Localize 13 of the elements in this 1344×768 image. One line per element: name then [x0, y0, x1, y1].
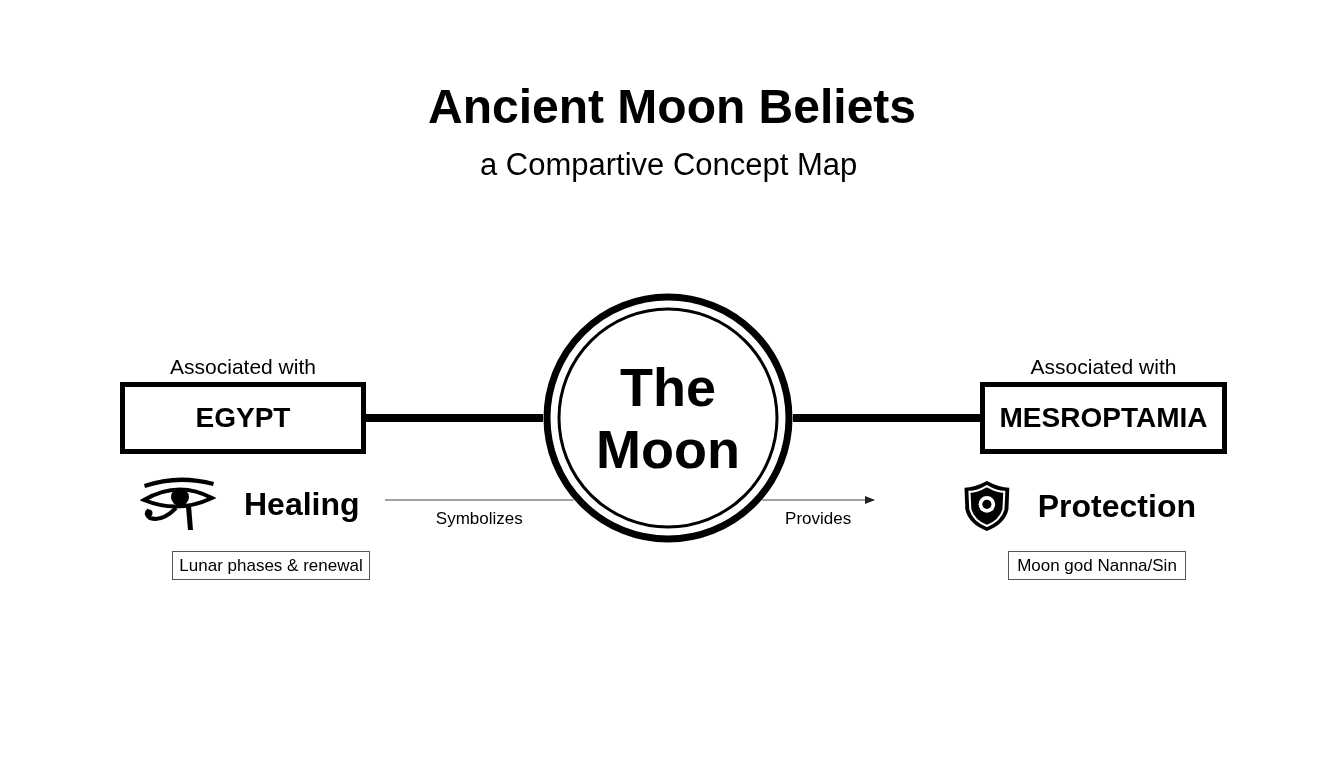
title: Ancient Moon Beliets: [426, 79, 917, 135]
subtitle: a Compartive Concept Map: [480, 146, 858, 184]
concept-label: Protection: [1037, 487, 1196, 526]
association-label: Associated with: [169, 354, 317, 380]
connector-line: [761, 496, 875, 504]
note-box: Lunar phases & renewal: [172, 551, 370, 580]
note-box: Moon god Nanna/Sin: [1008, 551, 1186, 580]
concept-label: Healing: [244, 485, 360, 524]
region-name: MESROPTAMIA: [999, 401, 1208, 435]
connector-line: [384, 499, 575, 501]
region-name: EGYPT: [195, 401, 291, 435]
association-label: Associated with: [1029, 354, 1178, 380]
center-title: The Moon: [595, 355, 741, 481]
